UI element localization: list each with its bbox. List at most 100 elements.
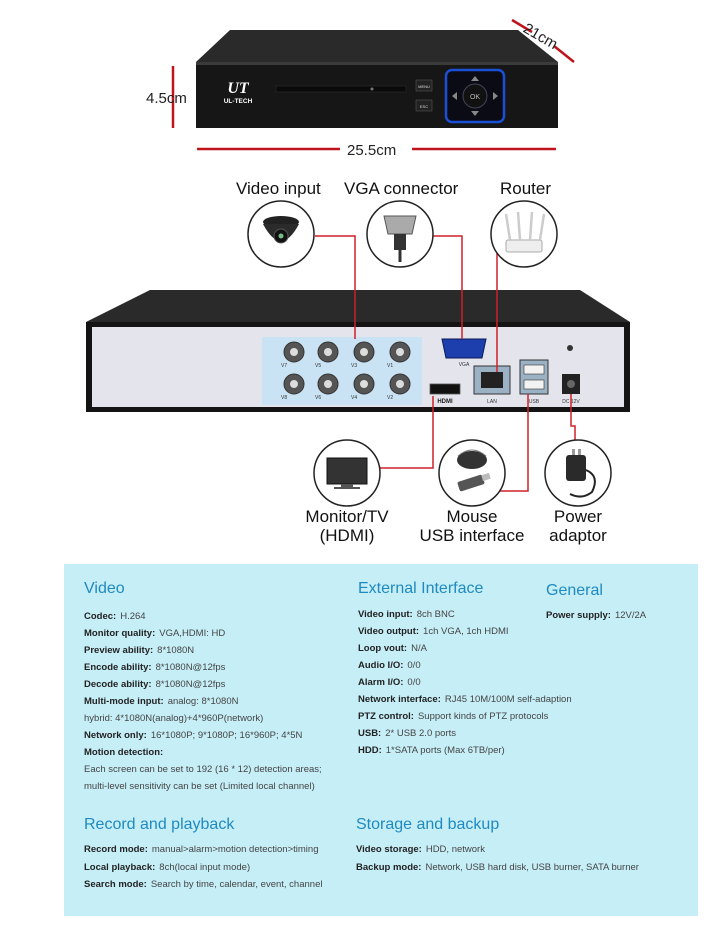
spec-key: Video input: [358,609,413,620]
dimension-lines [171,18,575,151]
camera-icon [247,200,315,268]
spec-row: Video output:1ch VGA, 1ch HDMI [358,626,509,638]
spec-row: Each screen can be set to 192 (16 * 12) … [84,764,322,776]
monitor-label-line2: (HDMI) [319,526,375,545]
spec-row: Backup mode:Network, USB hard disk, USB … [356,862,639,874]
router-label: Router [500,179,552,198]
mouse-label-line1: Mouse [446,507,498,526]
spec-value: RJ45 10M/100M self-adaption [444,694,572,705]
usb-label: USB [529,399,540,405]
spec-value: analog: 8*1080N [167,696,239,707]
spec-key: PTZ control: [358,711,414,722]
ok-button-label: OK [470,94,480,101]
power-adaptor-icon [544,439,612,507]
spec-row: HDD:1*SATA ports (Max 6TB/per) [358,745,505,757]
spec-value: N/A [411,643,427,654]
spec-key: Network only: [84,730,147,741]
bnc-label: V8 [281,395,287,401]
vga-connector-label: VGA connector [344,179,459,198]
spec-key: HDD: [358,745,382,756]
brand-name: UL-TECH [224,98,253,105]
spec-value: manual>alarm>motion detection>timing [151,844,319,855]
bnc-label: V5 [315,363,321,369]
spec-value: 2* USB 2.0 ports [385,728,456,739]
spec-row: Record mode:manual>alarm>motion detectio… [84,844,318,856]
spec-key: Codec: [84,611,117,622]
video-input-label: Video input [236,179,321,198]
spec-row: Encode ability:8*1080N@12fps [84,662,225,674]
hdmi-label: HDMI [437,399,453,405]
spec-key: Audio I/O: [358,660,404,671]
spec-row: Video input:8ch BNC [358,609,455,621]
external-interface-title: External Interface [358,580,484,597]
spec-value: 8ch(local input mode) [159,861,251,873]
spec-key: Encode ability: [84,662,152,673]
esc-button-label: ESC [420,104,428,109]
spec-value: Each screen can be set to 192 (16 * 12) … [84,764,322,775]
spec-value: 1ch VGA, 1ch HDMI [423,626,509,637]
spec-row: Decode ability:8*1080N@12fps [84,679,225,691]
spec-key: Backup mode: [356,861,422,873]
monitor-label-line1: Monitor/TV [305,507,389,526]
spec-key: USB: [358,728,382,739]
mouse-usb-icon [438,439,506,507]
spec-value: Search by time, calendar, event, channel [150,879,323,890]
menu-button-label: MENU [418,84,430,89]
general-section-title: General [546,582,603,599]
connection-wires [315,235,576,492]
spec-key: Network interface: [358,694,441,705]
spec-value: 8*1080N@12fps [155,679,226,690]
bnc-label: V6 [315,395,321,401]
spec-value: VGA,HDMI: HD [159,628,226,639]
bnc-label: V4 [351,395,357,401]
spec-row: PTZ control:Support kinds of PTZ protoco… [358,711,548,723]
spec-value: 8*1080N [157,645,195,656]
spec-row: Network only:16*1080P; 9*1080P; 16*960P;… [84,730,302,742]
spec-row: Power supply:12V/2A [546,610,646,622]
storage-backup-title: Storage and backup [356,816,500,833]
spec-value: Network, USB hard disk, USB burner, SATA… [425,861,639,873]
spec-key: Motion detection: [84,747,164,758]
brand-logo: UT [227,80,250,97]
bnc-label: V7 [281,363,287,369]
router-icon [490,200,558,268]
monitor-label: Monitor/TV (HDMI) [297,507,397,545]
vga-connector-icon [366,200,434,268]
spec-key: Decode ability: [84,679,152,690]
product-diagram: MENU ESC OK UT UL-TECH [86,18,630,545]
spec-key: Video storage: [356,844,422,855]
spec-row: Multi-mode input:analog: 8*1080N [84,696,238,708]
vga-port: VGA [441,338,487,368]
spec-row: Audio I/O:0/0 [358,660,421,672]
spec-key: Power supply: [546,610,611,621]
spec-value: 8*1080N@12fps [155,662,226,673]
lan-label: LAN [487,399,497,405]
spec-value: 8ch BNC [416,609,455,620]
spec-value: Support kinds of PTZ protocols [417,711,549,722]
spec-key: Alarm I/O: [358,677,404,688]
record-playback-title: Record and playback [84,816,235,833]
spec-row: Alarm I/O:0/0 [358,677,421,689]
spec-row: Motion detection: [84,747,163,759]
bnc-label: V1 [387,363,393,369]
spec-value: 1*SATA ports (Max 6TB/per) [385,745,505,756]
spec-value: 12V/2A [614,610,647,621]
spec-value: 0/0 [407,660,421,671]
mouse-label-line2: USB interface [419,526,525,545]
usb-ports: USB [519,359,549,405]
spec-row: Monitor quality:VGA,HDMI: HD [84,628,225,640]
spec-key: Loop vout: [358,643,408,654]
spec-value: H.264 [120,611,146,622]
spec-key: Monitor quality: [84,628,156,639]
spec-row: Loop vout:N/A [358,643,427,655]
lan-port: LAN [473,365,511,405]
power-label-line2: adaptor [549,526,607,545]
spec-row: Search mode:Search by time, calendar, ev… [84,879,322,891]
spec-key: Local playback: [84,861,156,873]
spec-value: 16*1080P; 9*1080P; 16*960P; 4*5N [150,730,303,741]
spec-value: multi-level sensitivity can be set (Limi… [84,781,315,792]
vga-label: VGA [459,362,470,368]
spec-key: Video output: [358,626,420,637]
power-label-line1: Power [553,507,603,526]
